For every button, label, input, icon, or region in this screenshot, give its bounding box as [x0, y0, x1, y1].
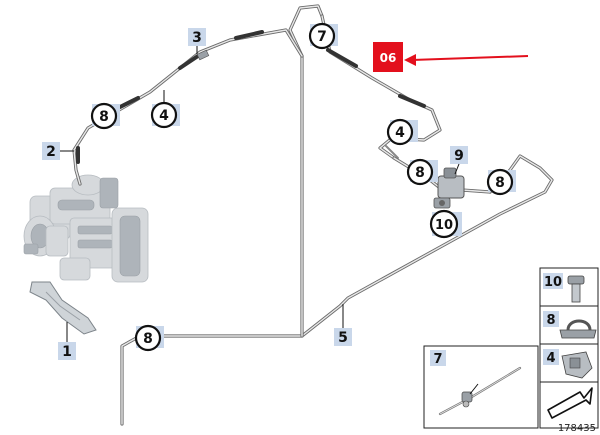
callout-10[interactable]: 10	[429, 209, 462, 239]
callout-9-label: 9	[454, 148, 464, 164]
legend-panel-7[interactable]: 7	[423, 345, 539, 429]
callout-1[interactable]: 1	[58, 322, 76, 360]
callout-8-bottom-label: 8	[143, 331, 153, 347]
callout-7-top-label: 7	[317, 29, 327, 45]
callout-8-bottom[interactable]: 8	[134, 324, 164, 352]
callout-8-right-label: 8	[495, 175, 505, 191]
callout-3-label: 3	[192, 30, 202, 46]
callout-8-middle[interactable]: 8	[406, 158, 438, 186]
legend-panel-stack: 10 8 4	[539, 267, 599, 429]
right-hose-assembly	[320, 14, 492, 194]
callout-5-label: 5	[338, 330, 348, 346]
left-hose-assembly	[72, 28, 304, 186]
legend-item-7-label: 7	[433, 352, 442, 367]
callout-4-right-label: 4	[395, 125, 405, 141]
engine-illustration	[23, 174, 149, 283]
callout-4-left[interactable]: 4	[150, 90, 180, 129]
highlight-label: 06	[380, 51, 397, 65]
callout-3[interactable]: 3	[188, 28, 206, 54]
callout-10-label: 10	[435, 218, 453, 233]
callout-9[interactable]: 9	[450, 146, 468, 175]
bracket-part	[29, 281, 97, 335]
callout-8-right[interactable]: 8	[486, 168, 516, 196]
highlight-marker[interactable]: 06	[373, 42, 403, 72]
direction-arrow-icon	[547, 387, 593, 419]
legend-item-4-label: 4	[546, 351, 555, 366]
callout-4-left-label: 4	[159, 108, 169, 124]
callout-8-left[interactable]: 8	[90, 102, 120, 130]
callout-5[interactable]: 5	[334, 304, 352, 346]
callout-8-middle-label: 8	[415, 165, 425, 181]
legend-item-10[interactable]: 10	[543, 273, 585, 303]
callout-7-top[interactable]: 7	[308, 22, 338, 50]
callout-4-right[interactable]: 4	[386, 118, 418, 146]
legend-item-8[interactable]: 8	[543, 311, 597, 339]
legend-item-8-label: 8	[546, 313, 555, 328]
legend-item-10-label: 10	[544, 275, 562, 290]
callout-1-label: 1	[62, 344, 72, 360]
reference-number: 178435	[558, 423, 596, 434]
red-arrow	[404, 54, 529, 66]
callout-2[interactable]: 2	[42, 142, 74, 160]
valve-part	[433, 167, 465, 209]
callout-8-left-label: 8	[99, 109, 109, 125]
legend-item-4[interactable]: 4	[543, 349, 593, 379]
callout-2-label: 2	[46, 144, 56, 160]
